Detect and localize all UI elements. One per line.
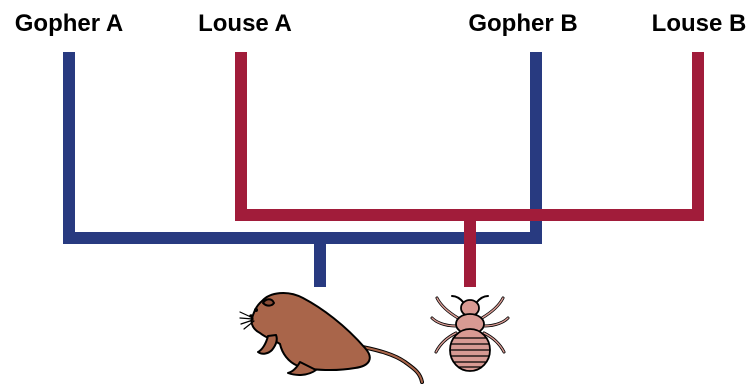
louse-icon [430, 295, 510, 372]
gopher-tree [63, 52, 542, 287]
gopher-icon [239, 292, 424, 384]
label-louse-a: Louse A [198, 10, 292, 37]
louse-b-branch [470, 52, 704, 221]
gopher-b-branch [320, 52, 542, 244]
label-gopher-b: Gopher B [468, 10, 577, 37]
label-gopher-a: Gopher A [15, 10, 123, 37]
gopher-a-branch [63, 52, 320, 244]
louse-tree [235, 52, 704, 287]
label-louse-b: Louse B [652, 10, 747, 37]
louse-a-branch [235, 52, 470, 221]
